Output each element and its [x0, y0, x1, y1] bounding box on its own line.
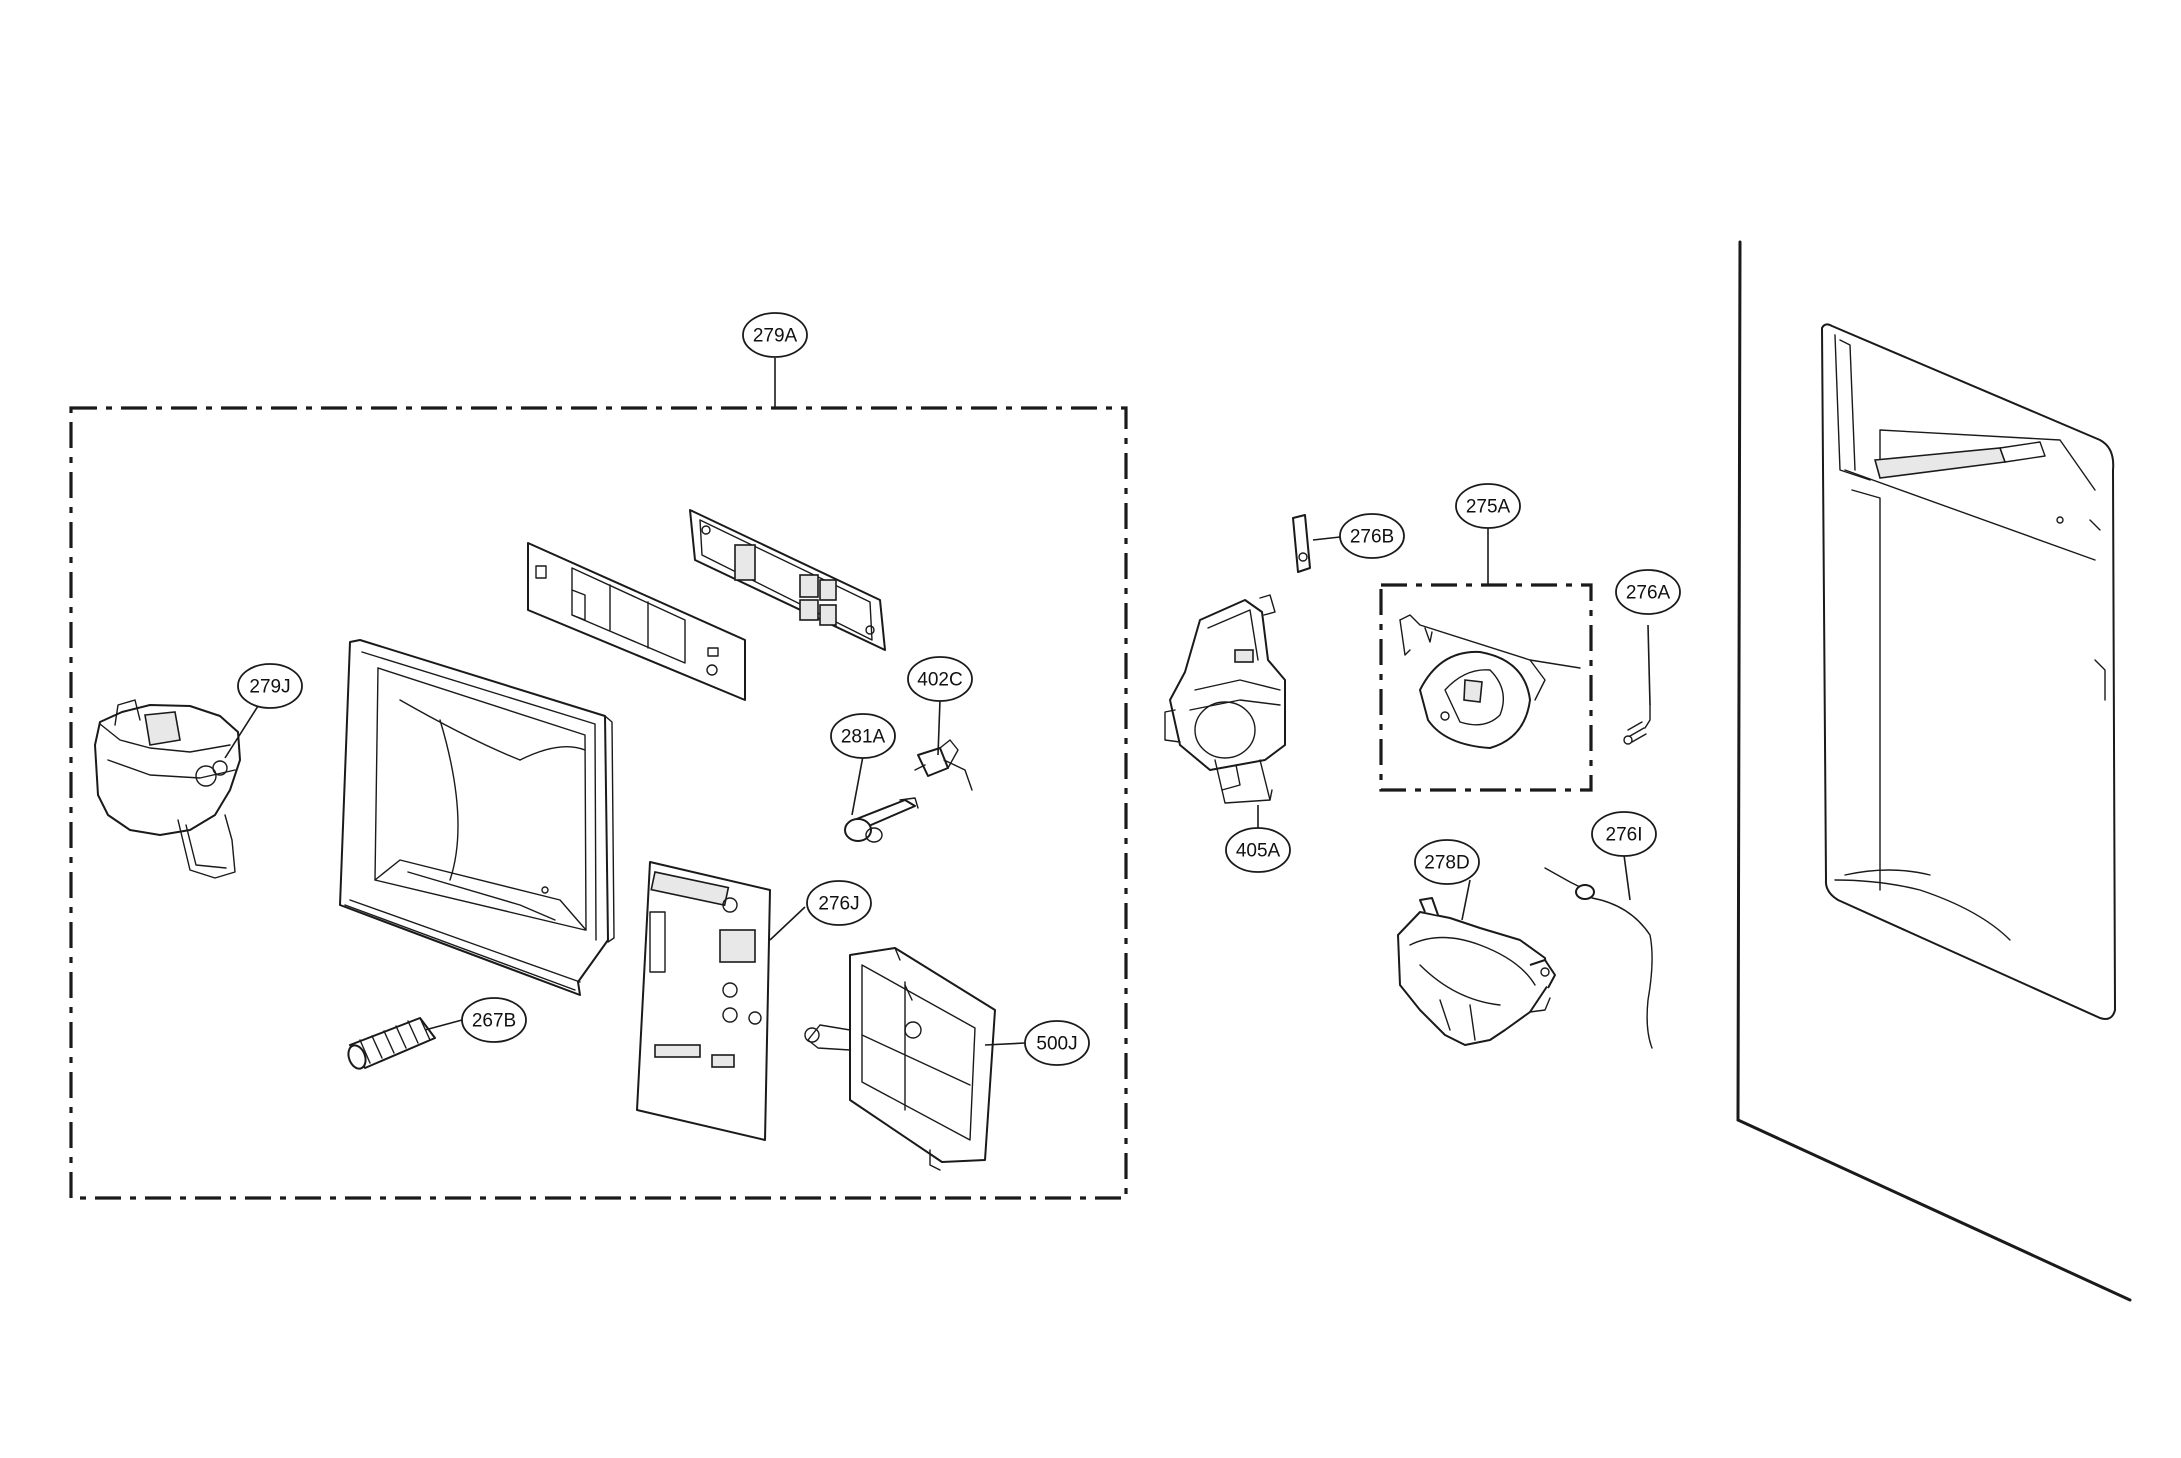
part-276B-drawing	[1292, 514, 1341, 573]
callout-276B: 276B	[1339, 513, 1405, 559]
callout-281A: 281A	[830, 713, 896, 759]
callout-267B: 267B	[461, 997, 527, 1043]
part-275A-drawing	[1399, 614, 1581, 749]
part-278D-drawing	[1397, 897, 1556, 1046]
callout-267B-label: 267B	[472, 1011, 516, 1032]
callout-405A-label: 405A	[1236, 841, 1281, 862]
callout-279J-label: 279J	[249, 677, 290, 698]
part-402C-drawing	[914, 739, 973, 791]
part-276J-drawing	[636, 861, 771, 1141]
assembly-279A-boundary	[69, 358, 1128, 1200]
callout-275A: 275A	[1455, 483, 1521, 529]
callout-276J-label: 276J	[818, 894, 859, 915]
part-279J-drawing	[94, 699, 241, 879]
part-405A-drawing	[1164, 594, 1286, 804]
callout-500J: 500J	[1024, 1020, 1090, 1066]
callout-402C-label: 402C	[917, 670, 962, 691]
callout-276I: 276I	[1591, 811, 1657, 857]
callout-276J: 276J	[806, 880, 872, 926]
assembly-275A-boundary	[1379, 528, 1593, 792]
callout-279A-label: 279A	[753, 326, 798, 347]
part-281A-drawing	[844, 797, 919, 843]
callout-278D: 278D	[1414, 839, 1480, 885]
callout-500J-label: 500J	[1036, 1034, 1077, 1055]
control-panel-right-drawing	[689, 509, 886, 651]
callout-278D-label: 278D	[1424, 853, 1469, 874]
part-267B-drawing	[347, 1017, 436, 1070]
callout-281A-label: 281A	[841, 727, 886, 748]
control-panel-left-drawing	[527, 542, 746, 701]
dispenser-frame-drawing	[339, 639, 615, 996]
part-276A-drawing	[1623, 624, 1651, 745]
part-276I-drawing	[1544, 854, 1653, 1049]
callout-275A-label: 275A	[1466, 497, 1511, 518]
callout-276B-label: 276B	[1350, 527, 1394, 548]
callout-276A: 276A	[1615, 569, 1681, 615]
door-panel-drawing	[1736, 240, 2132, 1302]
callout-279A: 279A	[742, 312, 808, 358]
callout-276A-label: 276A	[1626, 583, 1671, 604]
callout-276I-label: 276I	[1606, 825, 1643, 846]
callout-402C: 402C	[907, 656, 973, 702]
part-500J-drawing	[804, 947, 996, 1171]
callout-405A: 405A	[1225, 827, 1291, 873]
callout-279J: 279J	[237, 663, 303, 709]
